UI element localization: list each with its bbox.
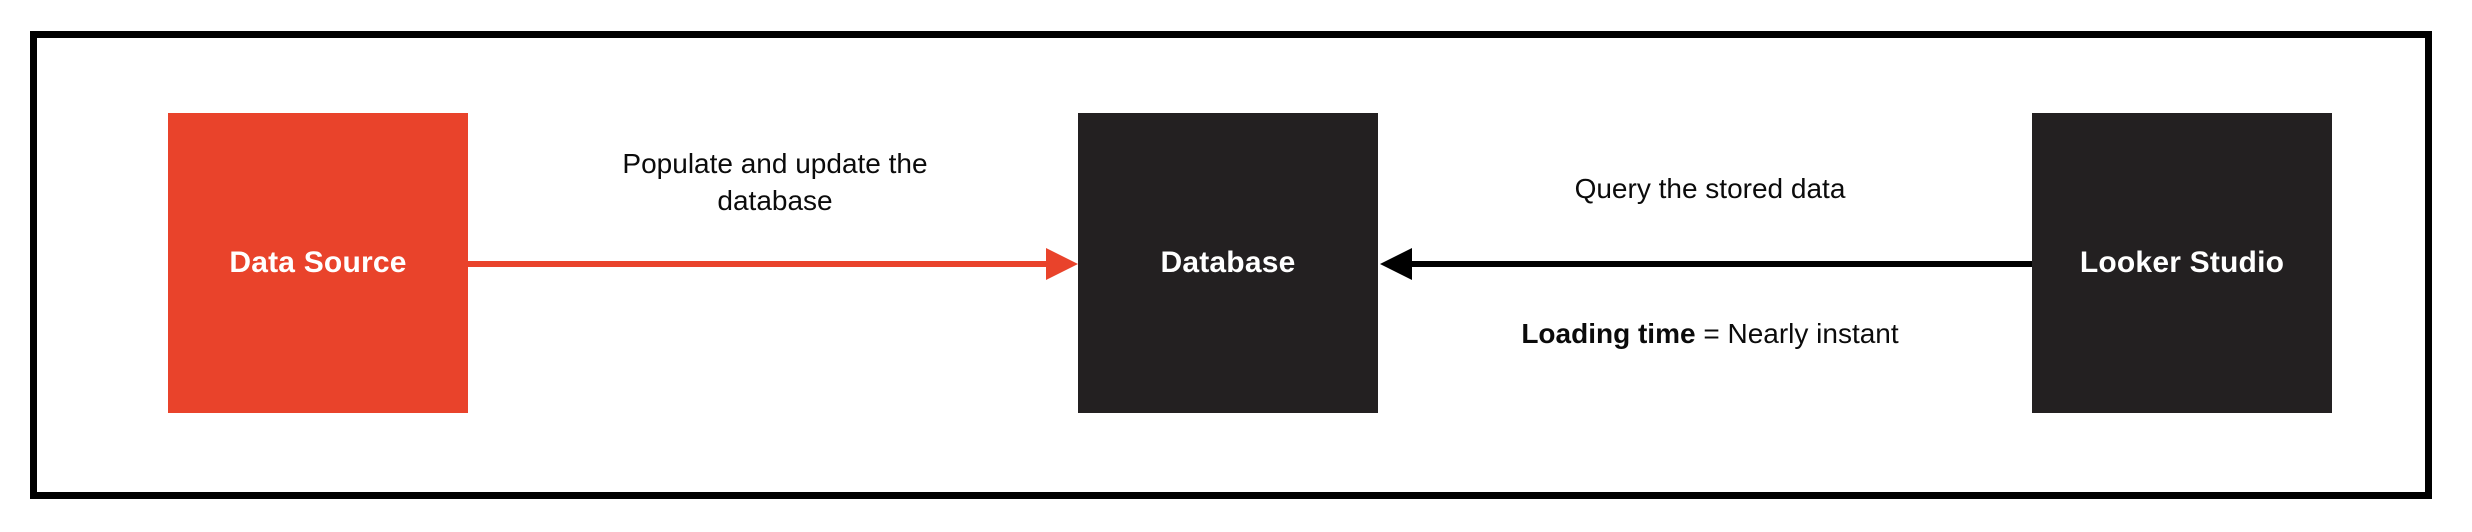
populate-arrowhead-icon — [1046, 248, 1078, 280]
query-arrow — [1380, 248, 2032, 280]
query-arrow-label: Query the stored data — [1574, 173, 1846, 204]
node-data-source-label: Data Source — [229, 246, 407, 279]
diagram-border-frame — [30, 31, 2432, 499]
node-looker-studio: Looker Studio — [2032, 113, 2332, 413]
node-looker-studio-label: Looker Studio — [2079, 246, 2285, 279]
loading-time-note-rest: = Nearly instant — [1695, 318, 1899, 349]
loading-time-note-bold: Loading time — [1521, 318, 1696, 349]
node-data-source: Data Source — [168, 113, 468, 413]
node-database-label: Database — [1160, 246, 1296, 279]
query-arrowhead-icon — [1380, 248, 1412, 280]
node-database: Database — [1078, 113, 1378, 413]
loading-time-note: Loading time = Nearly instant — [1410, 315, 2010, 352]
populate-arrow — [468, 248, 1078, 280]
populate-arrow-label: Populate and update the database — [622, 148, 928, 216]
